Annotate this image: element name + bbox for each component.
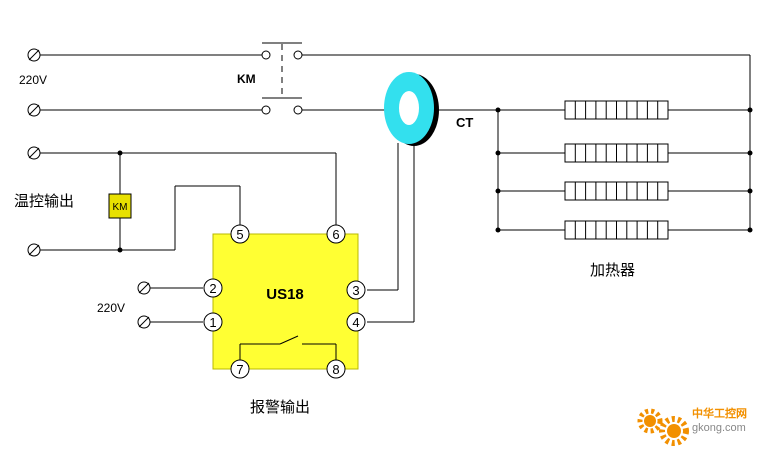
heater-element-2 (495, 143, 753, 163)
km-contactor-label: KM (237, 72, 256, 86)
module-supply-wiring (150, 287, 414, 323)
km-coil-label: KM (113, 202, 128, 213)
power-lines (40, 54, 751, 232)
terminal-screws (27, 48, 151, 329)
svg-text:7: 7 (236, 362, 243, 377)
module-name: US18 (266, 286, 304, 303)
module-terminal-2: 2 (203, 278, 223, 298)
voltage-label-module: 220V (97, 301, 125, 315)
alarm-output-label: 报警输出 (250, 399, 310, 416)
heater-element-4 (495, 220, 753, 240)
svg-text:2: 2 (209, 281, 216, 296)
svg-text:3: 3 (352, 283, 359, 298)
module-terminal-1: 1 (203, 312, 223, 332)
temp-output-label: 温控输出 (14, 193, 74, 210)
svg-text:5: 5 (236, 227, 243, 242)
module-terminal-6: 6 (326, 224, 346, 244)
terminal-screw-module-2 (137, 315, 151, 329)
gkong-watermark: 中华工控网 gkong.com (637, 406, 747, 446)
watermark-name: 中华工控网 (692, 406, 747, 420)
terminal-screw-temp-1 (27, 146, 41, 160)
module-terminal-3: 3 (346, 280, 366, 300)
svg-text:4: 4 (352, 315, 359, 330)
module-terminal-4: 4 (346, 312, 366, 332)
module-terminal-5: 5 (230, 224, 250, 244)
km-coil: KM (108, 193, 132, 219)
svg-text:8: 8 (332, 362, 339, 377)
heater-label: 加热器 (590, 262, 635, 279)
terminal-screw-temp-2 (27, 243, 41, 257)
terminal-screw-module-1 (137, 281, 151, 295)
voltage-label-top: 220V (19, 73, 47, 87)
module-terminal-7: 7 (230, 359, 250, 379)
module-terminal-8: 8 (326, 359, 346, 379)
ct-label: CT (456, 115, 473, 130)
heater-element-3 (495, 181, 753, 201)
heater-bank (495, 100, 753, 240)
ct-ring (384, 72, 439, 322)
temp-control-wiring (40, 150, 337, 253)
km-contactor (261, 42, 303, 115)
watermark-url: gkong.com (692, 422, 746, 434)
heater-element-1 (495, 100, 753, 120)
us18-module: US18 (212, 233, 359, 370)
svg-text:6: 6 (332, 227, 339, 242)
gear-logo-icon (637, 408, 689, 446)
terminal-screw-l2 (27, 103, 41, 117)
terminal-screw-l1 (27, 48, 41, 62)
svg-text:1: 1 (209, 315, 216, 330)
